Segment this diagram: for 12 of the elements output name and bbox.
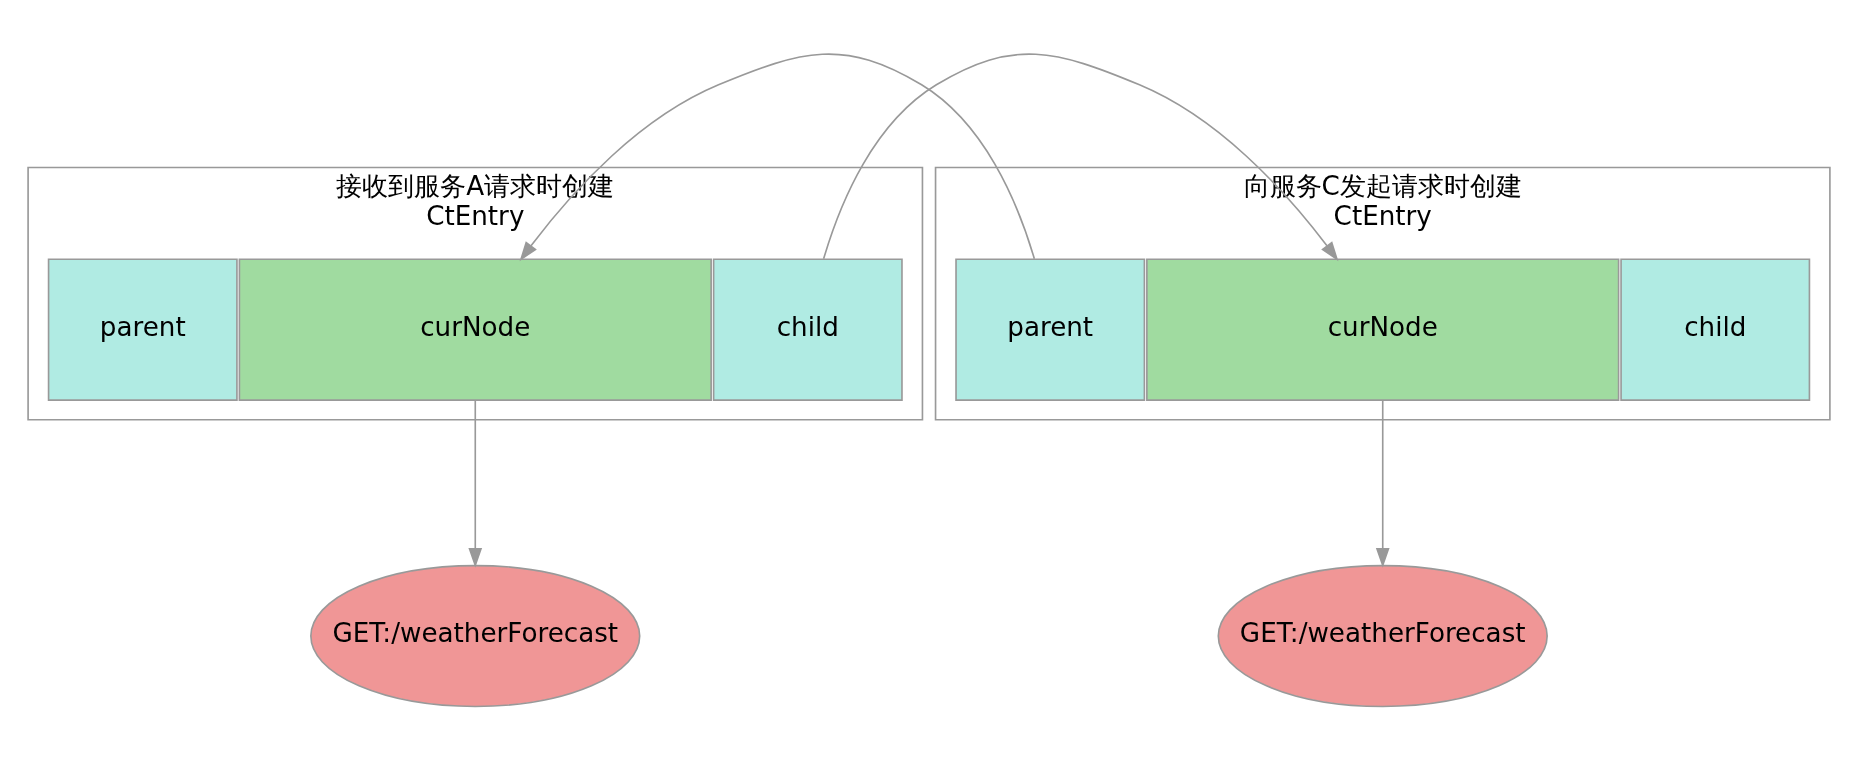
arrow (822, 53, 1339, 262)
node-box: child (712, 258, 903, 401)
arrow (468, 400, 483, 568)
node-box: curNode (1146, 258, 1620, 401)
node-box: child (1620, 258, 1811, 401)
arrow (519, 53, 1036, 262)
node-box: curNode (238, 258, 712, 401)
node-ellipse: GET:/weatherForecast (310, 564, 641, 708)
node-box: parent (955, 258, 1146, 401)
node-ellipse: GET:/weatherForecast (1217, 564, 1548, 708)
arrow (1375, 400, 1390, 568)
node-box: parent (47, 258, 238, 401)
